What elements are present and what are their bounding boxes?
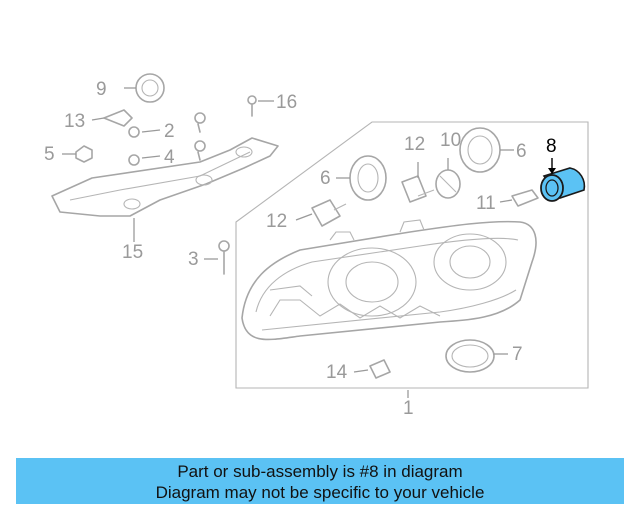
callout-8: 8 <box>546 136 557 157</box>
callout-5: 5 <box>44 144 55 165</box>
seal-ring-7 <box>445 339 495 373</box>
callout-12-top: 12 <box>404 134 425 155</box>
callout-2: 2 <box>164 121 175 142</box>
callout-3: 4 <box>164 147 175 168</box>
bulb-11 <box>511 189 539 207</box>
callout-11: 11 <box>476 193 496 214</box>
screw-16 <box>247 95 257 117</box>
cap-6-left <box>349 155 387 201</box>
leader-lines <box>62 87 556 398</box>
callout-4: 3 <box>188 249 199 270</box>
assembly-box-outline <box>235 121 589 389</box>
bulb-12-top <box>401 175 435 203</box>
callout-15: 15 <box>122 242 143 263</box>
callout-1: 1 <box>403 398 414 419</box>
callout-16: 16 <box>276 92 297 113</box>
banner-line-1: Part or sub-assembly is #8 in diagram <box>177 462 463 481</box>
callout-9: 10 <box>440 130 461 151</box>
info-banner: Part or sub-assembly is #8 in diagram Di… <box>16 458 624 504</box>
callout-10: 9 <box>96 79 107 100</box>
clip-5 <box>75 145 93 163</box>
cap-6-right <box>459 127 501 173</box>
mounting-bracket <box>51 137 279 217</box>
callout-12-left: 12 <box>266 211 287 232</box>
screws-2-3 <box>128 112 206 166</box>
socket-9 <box>435 169 461 199</box>
headlamp-housing <box>241 219 537 341</box>
grommet-10 <box>135 73 165 103</box>
callout-6-left: 6 <box>320 168 331 189</box>
bulb-13 <box>103 109 133 127</box>
callout-7: 7 <box>512 344 523 365</box>
callout-6-right: 6 <box>516 141 527 162</box>
part-8-highlighted[interactable] <box>540 167 586 202</box>
bolt-4 <box>218 240 230 275</box>
bulb-14 <box>369 359 391 379</box>
callout-14: 14 <box>326 362 348 383</box>
banner-line-2: Diagram may not be specific to your vehi… <box>155 483 485 502</box>
bulb-12-left <box>311 199 347 227</box>
callout-13: 13 <box>64 111 85 132</box>
